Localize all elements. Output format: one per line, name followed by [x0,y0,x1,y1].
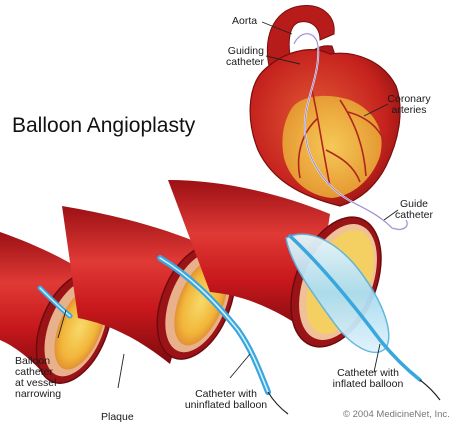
guide-wire-2 [267,391,289,415]
vessel-inflated [168,180,441,401]
label-guide-catheter: Guide catheter [395,198,433,221]
guide-wire-3 [419,379,441,401]
catheter-1-highlight [39,287,71,317]
label-catheter-uninflated: Catheter with uninflated balloon [184,388,268,411]
label-coronary-arteries: Coronary arteries [387,93,431,116]
label-aorta: Aorta [232,15,258,27]
diagram-title: Balloon Angioplasty [12,114,196,137]
label-plaque: Plaque [101,411,134,423]
guiding-catheter-line [293,33,408,230]
label-catheter-inflated: Catheter with inflated balloon [332,367,404,390]
heart [249,5,409,231]
label-balloon-catheter: Balloon catheter at vessel narrowing [15,355,62,400]
label-guiding-catheter: Guiding catheter [226,45,264,68]
aorta-vessel [266,5,335,71]
vessel-1-tube [0,232,92,378]
copyright-credit: © 2004 MedicineNet, Inc. [343,409,450,420]
leader-lines [57,21,399,389]
catheter-2-highlight [159,257,269,393]
coronary-arteries [297,89,387,187]
heart-surface [282,95,382,198]
vessel-3-tube [168,180,330,334]
catheter-3 [288,234,422,382]
